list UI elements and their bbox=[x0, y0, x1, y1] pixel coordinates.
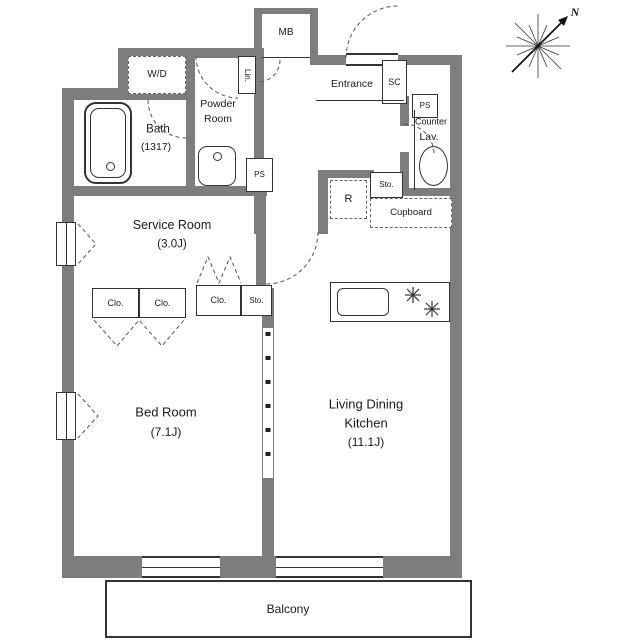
closet-box-2: Clo. bbox=[139, 288, 186, 318]
storage-box-right: Sto. bbox=[370, 172, 403, 198]
wall bbox=[62, 88, 74, 578]
window-swing bbox=[77, 223, 97, 265]
label-meter-box: MB bbox=[278, 27, 294, 38]
entrance-door-swing-arc bbox=[345, 5, 399, 59]
wall bbox=[62, 88, 132, 100]
label-entrance: Entrance bbox=[330, 77, 374, 90]
ldk-window bbox=[276, 556, 383, 578]
linen-closet-box: Lin. bbox=[238, 56, 256, 94]
compass-needle bbox=[511, 19, 565, 73]
wall bbox=[186, 48, 195, 190]
entrance-step-line bbox=[316, 100, 404, 101]
pipe-space-box-top: PS bbox=[412, 94, 438, 118]
label-counter: Counter bbox=[414, 116, 448, 127]
label-powder-room-1: Powder bbox=[200, 97, 236, 110]
wall bbox=[310, 8, 318, 65]
closet-folding-door bbox=[196, 255, 242, 285]
powder-room-door-swing-arc bbox=[195, 55, 239, 99]
pipe-space-box-mid: PS bbox=[246, 158, 273, 192]
sliding-partition-gap bbox=[263, 328, 273, 478]
label-service-room: Service Room bbox=[132, 217, 212, 232]
closet-box-3: Clo. bbox=[196, 285, 241, 316]
balcony-area bbox=[105, 580, 472, 638]
wall bbox=[254, 8, 262, 65]
cupboard-box: Cupboard bbox=[370, 198, 452, 228]
label-bath: Bath bbox=[146, 123, 170, 136]
label-ldk-size: (11.1J) bbox=[347, 435, 385, 449]
wall bbox=[310, 55, 346, 65]
wall bbox=[400, 188, 462, 196]
wall bbox=[254, 8, 318, 14]
window-glass-line bbox=[276, 567, 383, 568]
closet-folding-door bbox=[93, 319, 185, 347]
window-glass-line bbox=[66, 223, 67, 265]
label-bedroom-size: (7.1J) bbox=[150, 425, 182, 439]
wall bbox=[254, 48, 264, 234]
label-ldk-2: Kitchen bbox=[344, 415, 388, 431]
meter-box-line bbox=[262, 57, 310, 58]
service-room-window bbox=[56, 222, 76, 266]
bathtub-inner bbox=[90, 108, 126, 178]
label-compass-north: N bbox=[570, 5, 580, 19]
label-service-room-size: (3.0J) bbox=[157, 238, 187, 251]
shoe-closet-box: SC bbox=[382, 60, 407, 104]
window-swing bbox=[77, 393, 99, 439]
bedroom-side-window bbox=[56, 392, 76, 440]
kitchen-sink-icon bbox=[337, 288, 389, 316]
bathtub-icon bbox=[84, 102, 132, 184]
wall bbox=[220, 556, 276, 578]
refrigerator-box: R bbox=[330, 180, 367, 219]
wall bbox=[450, 55, 462, 578]
wall bbox=[318, 170, 328, 234]
lavatory-sink-icon bbox=[419, 146, 448, 186]
wall bbox=[256, 186, 266, 290]
window-glass-line bbox=[66, 393, 67, 439]
wall bbox=[400, 96, 409, 126]
washer-dryer-box: W/D bbox=[128, 56, 186, 94]
compass-arrowhead-icon bbox=[558, 16, 568, 26]
label-powder-room-2: Room bbox=[203, 112, 233, 125]
wall bbox=[318, 170, 374, 178]
bedroom-window bbox=[142, 556, 220, 578]
window-glass-line bbox=[142, 567, 220, 568]
label-balcony: Balcony bbox=[266, 602, 310, 616]
compass-icon bbox=[506, 14, 570, 78]
wall bbox=[398, 55, 462, 65]
label-ldk-1: Living Dining bbox=[328, 396, 404, 412]
powder-room-sink-icon bbox=[198, 146, 236, 186]
wall bbox=[120, 92, 186, 100]
faucet-icon bbox=[213, 152, 222, 161]
wall bbox=[400, 152, 409, 196]
label-lavatory: Lav. bbox=[419, 130, 439, 143]
wall bbox=[118, 48, 128, 98]
label-bath-size: (1317) bbox=[140, 140, 172, 153]
ldk-door-swing-arc bbox=[265, 231, 319, 285]
label-bedroom: Bed Room bbox=[135, 404, 197, 420]
wall bbox=[62, 556, 142, 578]
wall bbox=[62, 186, 267, 196]
wall bbox=[383, 556, 462, 578]
bathtub-drain-icon bbox=[106, 162, 115, 171]
closet-box-1: Clo. bbox=[92, 288, 139, 318]
storage-box-mid: Sto. bbox=[241, 285, 272, 316]
